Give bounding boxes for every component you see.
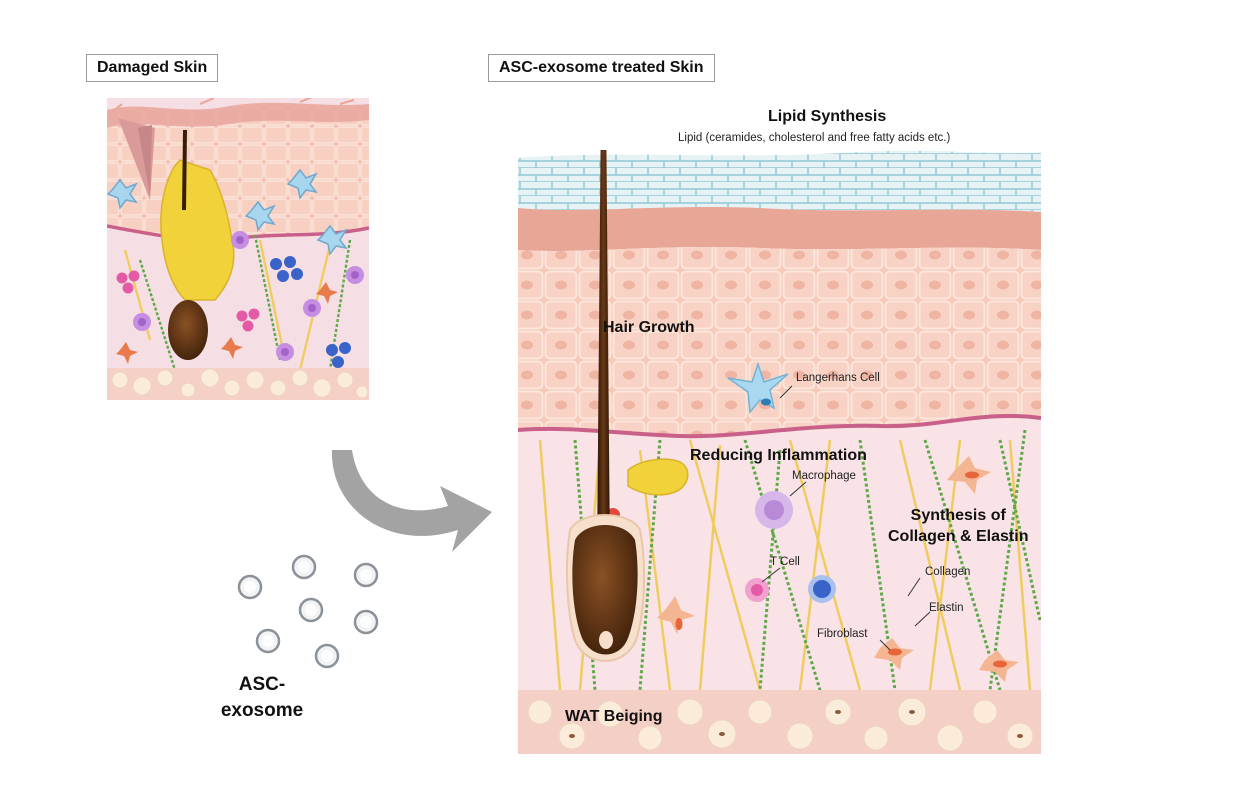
exosome-label: ASC- exosome <box>212 672 312 724</box>
exosome-label-line2: exosome <box>220 700 304 721</box>
reducing-inflammation-label: Reducing Inflammation <box>690 447 867 464</box>
treated-skin-illustration <box>518 150 1041 754</box>
synthesis-label-line1: Synthesis of <box>910 507 1006 524</box>
exosome-label-line1: ASC- <box>238 674 286 695</box>
fibroblast-label: Fibroblast <box>817 628 868 640</box>
hair-growth-label: Hair Growth <box>603 319 695 336</box>
collagen-label: Collagen <box>925 566 971 578</box>
synthesis-label: Synthesis of Collagen & Elastin <box>888 505 1028 547</box>
treated-skin-title: ASC-exosome treated Skin <box>488 54 715 82</box>
lipid-detail-label: Lipid (ceramides, cholesterol and free f… <box>678 132 951 144</box>
macrophage-label: Macrophage <box>792 470 856 482</box>
damaged-skin-illustration <box>107 98 369 400</box>
t-cell-label: T Cell <box>770 556 800 568</box>
damaged-skin-title: Damaged Skin <box>86 54 219 82</box>
langerhans-cell-label: Langerhans Cell <box>796 372 880 384</box>
elastin-label: Elastin <box>929 602 964 614</box>
lipid-synthesis-label: Lipid Synthesis <box>768 108 887 125</box>
wat-beiging-label: WAT Beiging <box>565 708 663 725</box>
transition-arrow <box>331 450 492 552</box>
synthesis-label-line2: Collagen & Elastin <box>888 528 1029 545</box>
